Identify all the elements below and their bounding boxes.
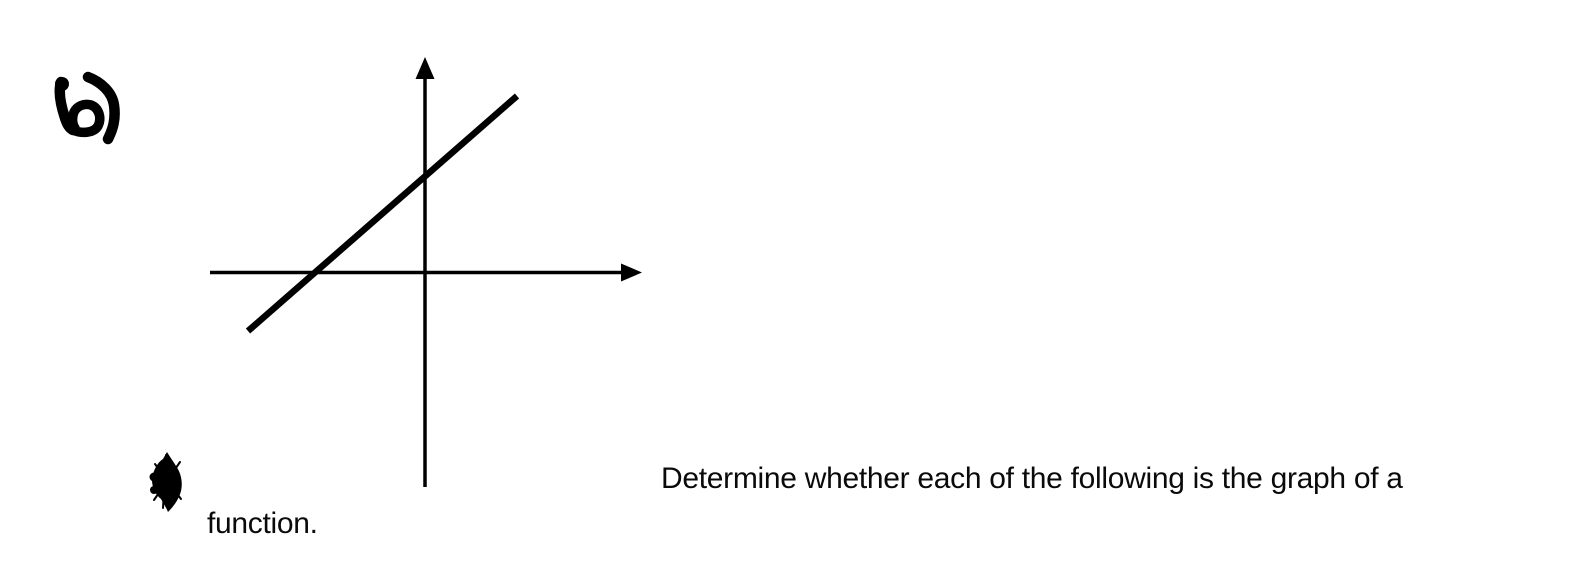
ink-scribble-hatch-2: [153, 461, 181, 501]
ink-scribble-bump-lower: [150, 486, 158, 494]
ink-scribble: [149, 452, 182, 512]
graph-line: [245, 93, 520, 334]
prompt-text-line-2: function.: [207, 507, 318, 540]
ink-scribble-bump-upper: [149, 472, 159, 482]
handwritten-b-bowl: [67, 99, 105, 138]
handwritten-label-b: [54, 71, 120, 145]
coordinate-axes: [210, 57, 642, 487]
prompt-text-line-1: Determine whether each of the following …: [661, 462, 1403, 495]
x-axis-arrowhead-icon: [621, 263, 642, 282]
handwritten-closing-paren: [82, 71, 120, 145]
ink-scribble-hatch-1: [154, 463, 182, 500]
y-axis-arrowhead-icon: [415, 57, 435, 79]
ink-scribble-hatch-3: [162, 454, 167, 509]
